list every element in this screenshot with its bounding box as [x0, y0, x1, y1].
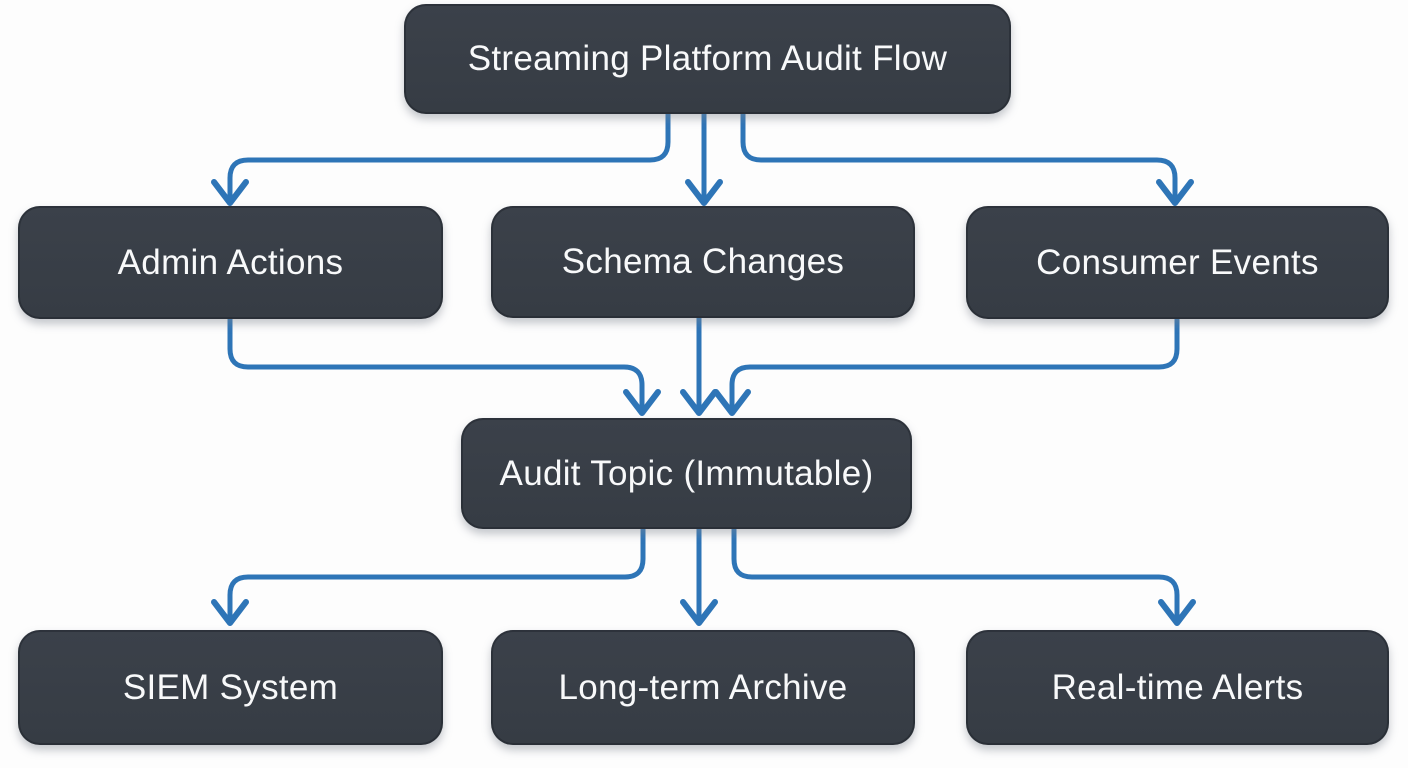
edge-admin-to-audit-line [227, 319, 645, 412]
node-label: Streaming Platform Audit Flow [467, 39, 948, 78]
edge-root-to-schema-arrowhead-icon [685, 179, 723, 206]
node-consumer-events: Consumer Events [966, 206, 1389, 319]
node-admin-actions: Admin Actions [18, 206, 443, 319]
edges-group [211, 114, 1196, 626]
edge-audit-to-alerts-arrowhead-icon [1158, 599, 1196, 626]
edge-admin-to-audit-arrowhead-icon [623, 389, 661, 416]
edge-root-to-admin-arrowhead-icon [211, 179, 249, 206]
edge-audit-to-archive-arrowhead-icon [680, 599, 718, 626]
node-label: Long-term Archive [558, 667, 848, 707]
edge-consumer-to-audit-line [729, 319, 1180, 412]
node-label: Consumer Events [1036, 242, 1319, 282]
edge-consumer-to-audit-arrowhead-icon [713, 389, 751, 416]
edge-root-to-consumer-arrowhead-icon [1156, 179, 1194, 206]
node-streaming-platform-audit-flow: Streaming Platform Audit Flow [404, 4, 1011, 114]
node-label: Audit Topic (Immutable) [499, 453, 874, 493]
edge-schema-to-audit-arrowhead-icon [680, 389, 718, 416]
edge-audit-to-siem-arrowhead-icon [211, 599, 249, 626]
node-label: Schema Changes [561, 242, 845, 281]
edge-root-to-consumer-line [740, 114, 1178, 202]
node-label: Admin Actions [117, 242, 344, 282]
node-long-term-archive: Long-term Archive [491, 630, 915, 745]
edge-audit-to-alerts-line [731, 529, 1180, 622]
node-siem-system: SIEM System [18, 630, 443, 745]
node-label: Real-time Alerts [1051, 667, 1304, 707]
edge-audit-to-siem-line [227, 529, 646, 622]
edge-root-to-admin-line [227, 114, 671, 202]
node-label: SIEM System [122, 667, 339, 707]
node-schema-changes: Schema Changes [491, 206, 915, 318]
node-real-time-alerts: Real-time Alerts [966, 630, 1389, 745]
node-audit-topic-immutable: Audit Topic (Immutable) [461, 418, 912, 529]
